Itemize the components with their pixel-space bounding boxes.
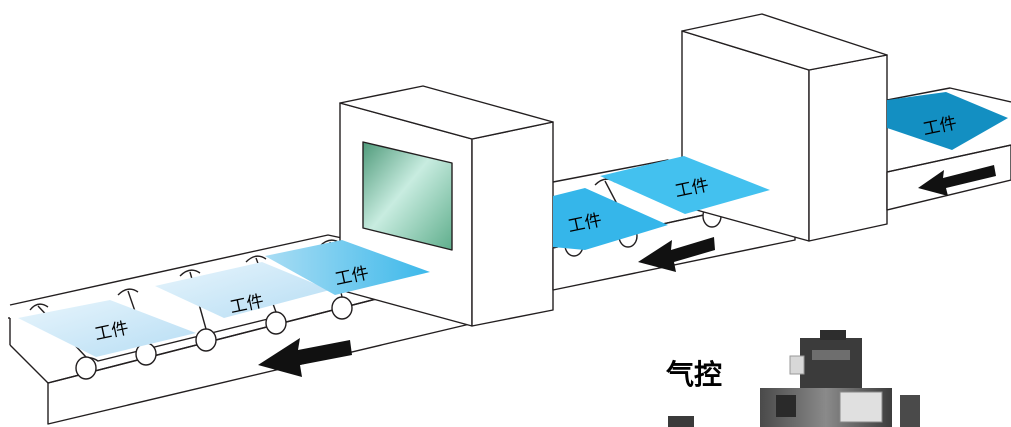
inspection-box-right [681,13,888,242]
left-arrow-icon [918,165,996,196]
left-arrow-icon [638,237,715,272]
workpiece-5 [600,156,770,214]
workpiece-4 [553,188,668,250]
conveyor-left [8,234,471,425]
workpiece-2 [155,262,330,318]
flow-arrows [258,165,996,377]
workpieces [18,92,1008,357]
pneumatic-valve-photo [668,330,920,427]
workpiece-1 [18,300,196,357]
inspection-box-left [339,85,554,327]
workpiece-3 [265,240,430,295]
viewing-window [362,141,453,251]
workpiece-6 [887,92,1008,150]
left-arrow-icon [258,338,352,377]
pneumatic-caption: 气控 [665,358,722,391]
